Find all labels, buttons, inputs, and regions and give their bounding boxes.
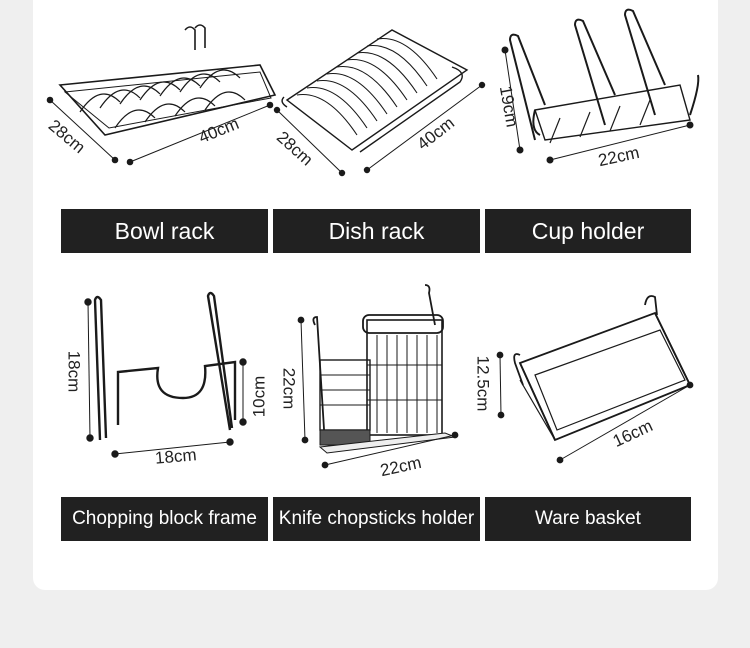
chopping-frame-height: 18cm [64,350,84,393]
chopping-block-frame-image [80,290,270,460]
label-dish-rack: Dish rack [273,209,480,253]
cup-holder-image [490,8,705,170]
chopping-frame-width: 18cm [154,445,198,468]
dish-rack-image [272,25,487,180]
knife-holder-height: 22cm [279,367,299,410]
ware-basket-height: 12.5cm [473,355,493,412]
knife-chopsticks-holder-image [295,284,465,470]
chopping-frame-inner-height: 10cm [249,375,269,418]
label-knife-chopsticks-holder: Knife chopsticks holder [273,497,480,541]
label-cup-holder: Cup holder [485,209,691,253]
label-ware-basket: Ware basket [485,497,691,541]
bowl-rack-image [45,20,285,170]
ware-basket-image [495,275,705,465]
label-bowl-rack: Bowl rack [61,209,268,253]
label-chopping-block-frame: Chopping block frame [61,497,268,541]
